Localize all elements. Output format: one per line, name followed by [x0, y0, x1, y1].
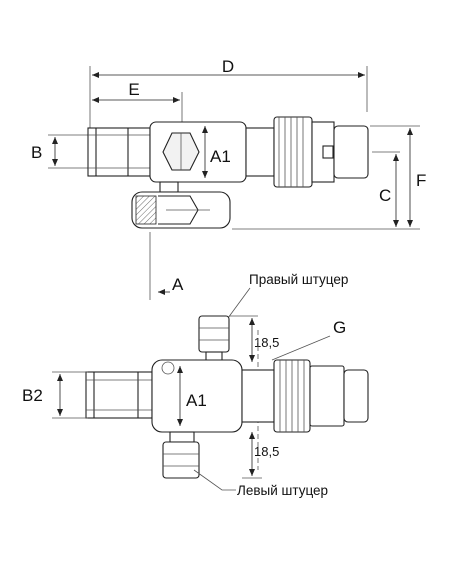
left-pipe-bottom [85, 371, 153, 419]
right-union-bottom [241, 359, 369, 433]
dimension-b2: B2 [22, 371, 88, 419]
label-18-5-bottom: 18,5 [254, 444, 279, 459]
dimension-18-5-bottom: 18,5 [242, 432, 279, 479]
label-right-fitting: Правый штуцер [249, 272, 348, 287]
label-a1-bottom: A1 [186, 391, 207, 410]
label-b2: B2 [22, 386, 43, 405]
label-c: C [379, 186, 391, 205]
dimension-c-f: C F [232, 125, 426, 230]
label-g-group: G [271, 318, 346, 361]
dimension-18-5-top: 18,5 [229, 315, 279, 362]
label-g: G [333, 318, 346, 337]
label-f: F [416, 171, 426, 190]
label-left-fitting: Левый штуцер [237, 483, 328, 498]
bottom-view: Правый штуцер 18,5 G [22, 272, 369, 498]
left-pipe-top [87, 127, 151, 177]
label-e: E [128, 80, 139, 99]
label-18-5-top: 18,5 [254, 335, 279, 350]
left-fitting [162, 431, 200, 479]
valve-body-bottom: A1 [151, 330, 259, 470]
dimension-a: A [149, 232, 184, 300]
side-port-top [131, 181, 231, 229]
dimension-b: B [31, 134, 92, 169]
right-union-top [245, 116, 369, 188]
label-b: B [31, 143, 42, 162]
label-a: A [172, 275, 184, 294]
valve-body-top: A1 [149, 121, 247, 183]
label-a1-top: A1 [210, 147, 231, 166]
right-fitting [198, 315, 230, 365]
top-view: D E B A1 [31, 57, 426, 300]
label-d: D [222, 57, 234, 76]
dimension-e: E [92, 80, 183, 125]
